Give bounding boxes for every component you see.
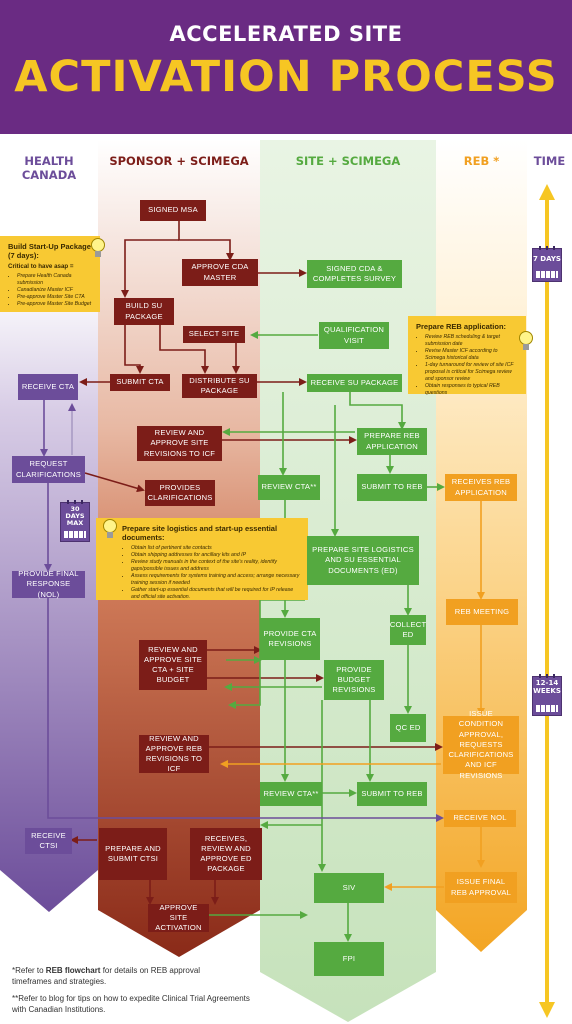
review-approve-icf-box: REVIEW AND APPROVE SITE REVISIONS TO ICF xyxy=(137,426,222,461)
footnote-reb-suffix: for details on REB approval timeframes a… xyxy=(12,966,201,986)
arrow-final-to-nol xyxy=(47,598,444,822)
build-su-package-box: BUILD SU PACKAGE xyxy=(114,298,174,325)
note-item: Review REB scheduling & target submissio… xyxy=(425,334,518,348)
receive-ctsi-box: RECEIVE CTSI xyxy=(25,828,72,854)
arrow-request-to-provides xyxy=(84,472,145,493)
note-site-logistics-title: Prepare site logistics and start-up esse… xyxy=(122,524,278,542)
calendar-icon: 7 DAYS xyxy=(532,246,562,282)
fpi-box: FPI xyxy=(314,942,384,976)
submit-to-reb-2-box: SUBMIT TO REB xyxy=(357,782,427,806)
qualification-visit-box: QUALIFICATION VISIT xyxy=(319,322,389,349)
note-item: Pre-approve Master Site Budget xyxy=(17,301,92,308)
column-header-sponsor: SPONSOR + SCIMEGA xyxy=(109,154,249,168)
qc-ed-box: QC ED xyxy=(390,714,426,742)
lane-health-canada xyxy=(0,140,98,912)
column-header-health-canada: HEALTH CANADA xyxy=(21,154,77,182)
calendar-icon: 30 DAYS MAX xyxy=(60,500,90,542)
prepare-submit-ctsi-box: PREPARE AND SUBMIT CTSI xyxy=(99,828,167,880)
issue-final-reb-approval-box: ISSUE FINAL REB APPROVAL xyxy=(445,872,517,903)
note-item: Obtain list of pertinent site contacts xyxy=(131,545,300,552)
issue-condition-approval-box: ISSUE CONDITION APPROVAL, REQUESTS CLARI… xyxy=(443,709,519,780)
arrow-receivesu-lines xyxy=(349,392,406,430)
siv-box: SIV xyxy=(314,873,384,903)
lightbulb-icon xyxy=(91,238,105,257)
provide-budget-revisions-box: PROVIDE BUDGET REVISIONS xyxy=(324,660,384,700)
note-prepare-reb: Prepare REB application: Review REB sche… xyxy=(408,316,526,397)
select-site-box: SELECT SITE xyxy=(183,326,245,343)
request-clarifications-box: REQUEST CLARIFICATIONS xyxy=(12,456,85,483)
signed-msa-box: SIGNED MSA xyxy=(140,200,206,221)
prepare-reb-application-box: PREPARE REB APPLICATION xyxy=(357,428,427,455)
approve-cda-master-box: APPROVE CDA MASTER xyxy=(182,259,258,286)
note-item: Obtain shipping addresses for ancillary … xyxy=(131,552,300,559)
collect-ed-box: COLLECT ED xyxy=(390,615,426,645)
note-item: Prepare Health Canada submission xyxy=(17,273,92,287)
receives-review-ed-box: RECEIVES, REVIEW AND APPROVE ED PACKAGE xyxy=(190,828,262,880)
receive-su-package-box: RECEIVE SU PACKAGE xyxy=(307,374,402,392)
page-title: ACTIVATION PROCESS xyxy=(14,52,558,102)
receive-nol-box: RECEIVE NOL xyxy=(444,810,516,827)
review-cta-2-box: REVIEW CTA** xyxy=(260,782,322,806)
note-build-startup: Build Start-Up Package (7 days): Critica… xyxy=(0,236,100,312)
arrow-msa-to-cda xyxy=(178,221,234,261)
receive-cta-box: RECEIVE CTA xyxy=(18,374,78,400)
time-axis-bottom-arrow xyxy=(539,1002,555,1018)
note-item: Review study manuals in the context of t… xyxy=(131,559,300,573)
arrow-build-to-distribute xyxy=(159,325,209,374)
review-cta-box: REVIEW CTA** xyxy=(258,475,320,500)
footnote-blog: **Refer to blog for tips on how to exped… xyxy=(12,994,250,1014)
column-header-time: TIME xyxy=(533,154,566,168)
calendar-icon: 12-14 WEEKS xyxy=(532,674,562,716)
note-item: Revise Master ICF according to Scimega h… xyxy=(425,348,518,362)
column-header-reb: REB * xyxy=(463,154,500,168)
lightbulb-icon xyxy=(103,519,117,538)
time-axis-top-arrow xyxy=(539,184,555,200)
provide-cta-revisions-box: PROVIDE CTA REVISIONS xyxy=(260,618,320,660)
submit-to-reb-box: SUBMIT TO REB xyxy=(357,474,427,501)
note-item: Canadianize Master ICF xyxy=(17,287,92,294)
arrow-msa-to-build xyxy=(121,239,179,298)
arrow-build-to-submitcta xyxy=(124,325,144,374)
review-approve-cta-budget-box: REVIEW AND APPROVE SITE CTA + SITE BUDGE… xyxy=(139,640,207,690)
distribute-su-package-box: DISTRIBUTE SU PACKAGE xyxy=(182,374,257,398)
lightbulb-icon xyxy=(519,331,533,350)
time-badge-7-days: 7 DAYS xyxy=(533,255,561,263)
note-item: Pre-approve Master Site CTA xyxy=(17,294,92,301)
note-item: Obtain responses to typical REB question… xyxy=(425,383,518,397)
approve-site-activation-box: APPROVE SITE ACTIVATION xyxy=(148,903,209,932)
submit-cta-box: SUBMIT CTA xyxy=(110,374,170,391)
header-banner: ACCELERATED SITE ACTIVATION PROCESS xyxy=(0,0,572,134)
time-badge-30-days: 30 DAYS MAX xyxy=(65,505,85,528)
time-badge-weeks: 12-14 WEEKS xyxy=(533,679,561,695)
prepare-site-logistics-box: PREPARE SITE LOGISTICS AND SU ESSENTIAL … xyxy=(307,536,419,585)
footnote-reb: *Refer to REB flowchart for details on R… xyxy=(12,966,232,988)
provide-final-response-box: PROVIDE FINAL RESPONSE (NOL) xyxy=(12,569,85,599)
provides-clarifications-box: PROVIDES CLARIFICATIONS xyxy=(145,480,215,506)
receives-reb-application-box: RECEIVES REB APPLICATION xyxy=(445,474,517,501)
note-item: Gather start-up essential documents that… xyxy=(131,587,300,601)
reb-meeting-box: REB MEETING xyxy=(446,599,518,625)
note-prepare-reb-title: Prepare REB application: xyxy=(416,322,507,331)
review-approve-reb-icf-box: REVIEW AND APPROVE REB REVISIONS TO ICF xyxy=(139,734,209,773)
footnote-reb-prefix: *Refer to xyxy=(12,966,46,975)
header-subtitle: ACCELERATED SITE xyxy=(169,22,403,46)
note-site-logistics: Prepare site logistics and start-up esse… xyxy=(96,518,308,600)
note-item: 1-day turnaround for review of site ICF … xyxy=(425,362,518,383)
column-header-site: SITE + SCIMEGA xyxy=(295,154,401,168)
note-item: Assess requirements for systems training… xyxy=(131,573,300,587)
note-build-startup-title: Build Start-Up Package (7 days): xyxy=(8,242,91,260)
reb-flowchart-link[interactable]: REB flowchart xyxy=(45,966,101,975)
note-build-startup-subtitle: Critical to have asap = xyxy=(8,263,74,270)
signed-cda-box: SIGNED CDA & COMPLETES SURVEY xyxy=(307,260,402,288)
